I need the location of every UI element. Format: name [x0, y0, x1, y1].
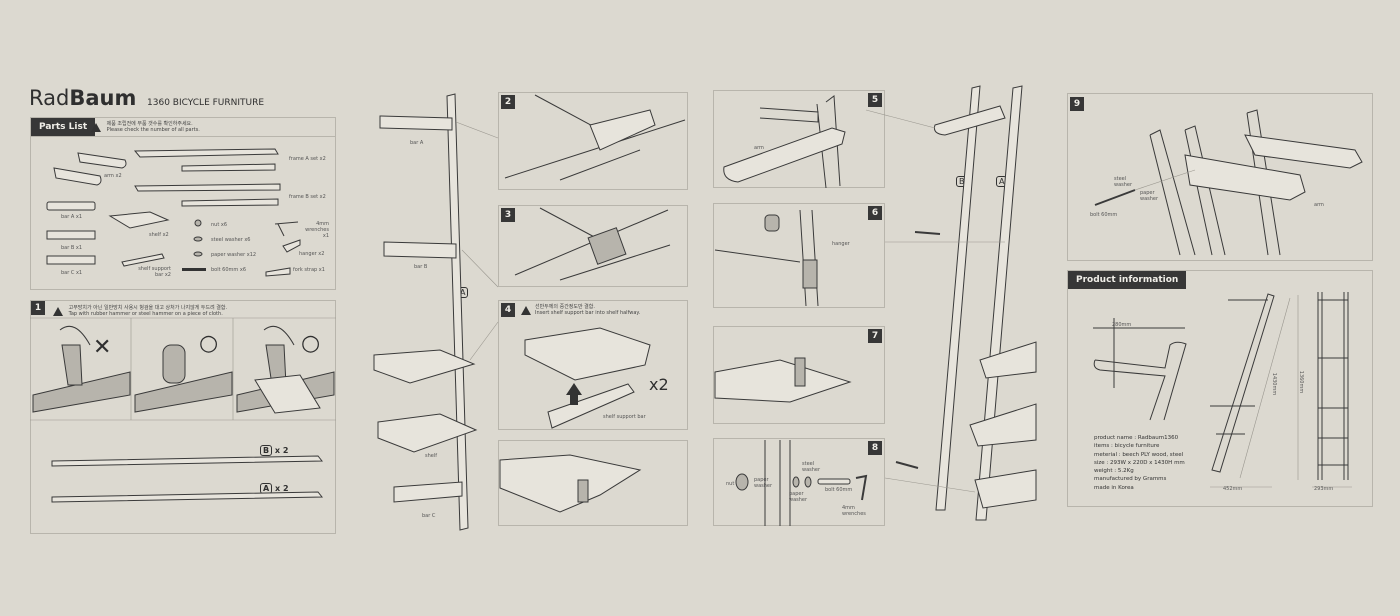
- dimension-label: 452mm: [1223, 486, 1243, 492]
- ok-mark: ○: [199, 331, 219, 356]
- spec-line: product name : Radbaum1360: [1094, 435, 1179, 441]
- dimension-label: 280mm: [1112, 322, 1132, 328]
- warning-icon: [53, 306, 63, 316]
- part-label: steel washer: [802, 461, 821, 473]
- frame-a-badge: A: [457, 287, 469, 298]
- part-label: shelf support bar x2: [138, 266, 171, 278]
- part-label: bar A x1: [61, 214, 83, 220]
- frame-a-badge: A: [996, 176, 1008, 187]
- spec-line: weight : 5.2Kg: [1094, 468, 1134, 475]
- parts-warning: 제품 조립전에 부품 갯수를 확인하주세요.Please check the n…: [91, 121, 200, 133]
- spec-line: size : 293W x 220D x 1430H mm: [1094, 459, 1185, 466]
- warning-ko: 선반두께의 중간정도만 결합.: [535, 304, 595, 310]
- shelf-label: shelf: [425, 453, 437, 459]
- part-label: shelf x2: [149, 232, 169, 238]
- product-info-panel: Product information 280mm 452mm 293mm 14…: [1067, 270, 1373, 507]
- part-label: 4mm wrenches: [842, 505, 866, 517]
- frame-b-badge: B: [260, 445, 273, 456]
- part-label: paper washer x12: [211, 252, 257, 258]
- warning-icon: [521, 305, 531, 315]
- spec-line: made in Korea: [1094, 484, 1134, 491]
- warning-icon: [91, 122, 101, 132]
- part-label: paper washer: [789, 491, 808, 503]
- step-5-panel: 5 arm: [713, 90, 885, 188]
- part-label: arm: [1314, 202, 1324, 208]
- ok-mark: ○: [301, 331, 321, 356]
- bar-b-label: bar B: [414, 264, 428, 270]
- part-label: bolt 60mm: [825, 487, 853, 493]
- warning-en: Tap with rubber hammer or steel hammer o…: [68, 311, 223, 317]
- part-label: paper washer: [1140, 190, 1159, 202]
- step-1-panel: 1 고무망치가 아닌 일반망치 사용시 헝겊을 대고 상처가 나지않게 두드려 …: [30, 300, 336, 534]
- dimension-label: 293mm: [1314, 486, 1334, 492]
- parts-list-panel: Parts List 제품 조립전에 부품 갯수를 확인하주세요.Please …: [30, 117, 336, 290]
- warning-ko: 고무망치가 아닌 일반망치 사용시 헝겊을 대고 상처가 나지않게 두드려 결합…: [68, 305, 228, 311]
- step-number: 6: [868, 206, 882, 220]
- product-info-title: Product information: [1068, 271, 1187, 289]
- part-label: bolt 60mm: [1090, 212, 1118, 218]
- step-2-panel: 2: [498, 92, 688, 190]
- dimension-label: 1360mm: [1298, 370, 1305, 394]
- step-number: 9: [1070, 97, 1084, 111]
- part-label: hanger: [832, 241, 850, 247]
- part-label: frame B set x2: [289, 194, 326, 200]
- product-spec-list: product name : Radbaum1360 items : bicyc…: [1094, 434, 1185, 492]
- part-label: fork strap x1: [293, 267, 325, 273]
- parts-list-title: Parts List: [31, 118, 96, 136]
- brand-baum: Baum: [69, 86, 137, 110]
- spec-line: manufactured by Gramms: [1094, 476, 1167, 483]
- step-7-panel: 7: [713, 326, 885, 424]
- frame-b-badge: B: [956, 176, 968, 187]
- step-4b-panel: [498, 440, 688, 526]
- step-4-panel: 4 선반두께의 중간정도만 결합.Insert shelf support ba…: [498, 300, 688, 430]
- wrong-mark: ✕: [93, 335, 112, 360]
- qty-label: x 2: [274, 446, 289, 455]
- qty-label: x2: [649, 375, 669, 394]
- brand-subtitle: 1360 BICYCLE FURNITURE: [147, 98, 265, 108]
- brand-rad: Rad: [29, 86, 70, 110]
- spec-line: items : bicycle furniture: [1094, 443, 1160, 450]
- part-label: nut: [726, 481, 735, 487]
- bar-a-label: bar A: [410, 140, 424, 146]
- part-label: arm: [754, 145, 764, 151]
- qty-label: x 2: [275, 484, 289, 493]
- part-label: steel washer x6: [211, 237, 251, 243]
- part-label: arm x2: [104, 173, 122, 179]
- warning-en: Insert shelf support bar into shelf half…: [535, 310, 641, 316]
- step-number: 5: [868, 93, 882, 107]
- warning-en: Please check the number of all parts.: [106, 127, 200, 133]
- step-4-warning: 선반두께의 중간정도만 결합.Insert shelf support bar …: [521, 304, 640, 316]
- dimension-label: 1430mm: [1271, 372, 1278, 396]
- part-label: shelf support bar: [603, 414, 646, 420]
- spec-line: meterial : beech PLY wood, steel: [1094, 451, 1184, 458]
- step-number: 2: [501, 95, 515, 109]
- part-label: hanger x2: [299, 251, 325, 257]
- brand-title: RadBaum 1360 BICYCLE FURNITURE: [29, 86, 264, 110]
- bar-c-label: bar C: [422, 513, 436, 519]
- step-number: 8: [868, 441, 882, 455]
- step-number: 3: [501, 208, 515, 222]
- ladder-assembly: [865, 85, 1037, 521]
- frame-a-badge: A: [260, 483, 273, 494]
- part-label: bar C x1: [61, 270, 83, 276]
- part-label: bar B x1: [61, 245, 83, 251]
- step-number: 1: [31, 301, 45, 315]
- part-label: frame A set x2: [289, 156, 326, 162]
- frame-a-assembly: [373, 93, 499, 531]
- step-9-panel: 9 steel washer paper washer bolt 60mm ar…: [1067, 93, 1373, 261]
- part-label: paper washer: [754, 477, 773, 489]
- step-8-panel: 8 nut paper washer paper washer steel wa…: [713, 438, 885, 526]
- step-number: 7: [868, 329, 882, 343]
- step-3-panel: 3: [498, 205, 688, 287]
- part-label: bolt 60mm x6: [211, 267, 247, 273]
- part-label: 4mm wrenches x1: [305, 221, 329, 239]
- step-6-panel: 6 hanger: [713, 203, 885, 308]
- part-label: nut x6: [211, 222, 228, 228]
- step-1-warning: 고무망치가 아닌 일반망치 사용시 헝겊을 대고 상처가 나지않게 두드려 결합…: [53, 305, 227, 317]
- step-number: 4: [501, 303, 515, 317]
- part-label: steel washer: [1114, 176, 1133, 188]
- warning-ko: 제품 조립전에 부품 갯수를 확인하주세요.: [106, 121, 193, 127]
